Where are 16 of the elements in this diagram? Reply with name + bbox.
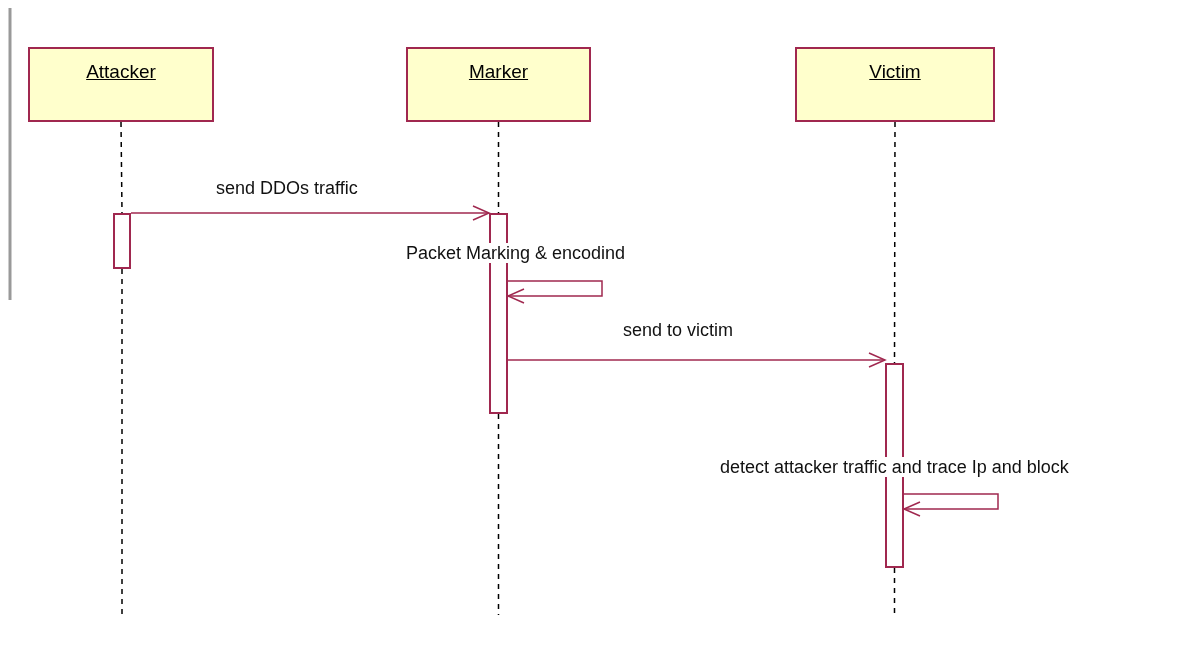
lifeline-header-box: Attacker: [28, 47, 214, 122]
self-message-arrow: [903, 493, 999, 517]
message-label: Packet Marking & encodind: [405, 243, 627, 263]
lifeline: [121, 268, 123, 616]
lifeline: [893, 567, 896, 616]
lifeline: [497, 121, 500, 214]
message-arrow: [507, 352, 886, 368]
lifeline: [893, 121, 896, 364]
lifeline: [120, 121, 123, 214]
message-label: detect attacker traffic and trace Ip and block: [719, 457, 1070, 477]
self-message-arrow: [507, 280, 603, 304]
message-arrow: [130, 205, 490, 221]
activation-bar: [113, 213, 131, 269]
lifeline-header-box: Victim: [795, 47, 995, 122]
lifeline: [497, 413, 500, 616]
lifeline-header-box: Marker: [406, 47, 591, 122]
